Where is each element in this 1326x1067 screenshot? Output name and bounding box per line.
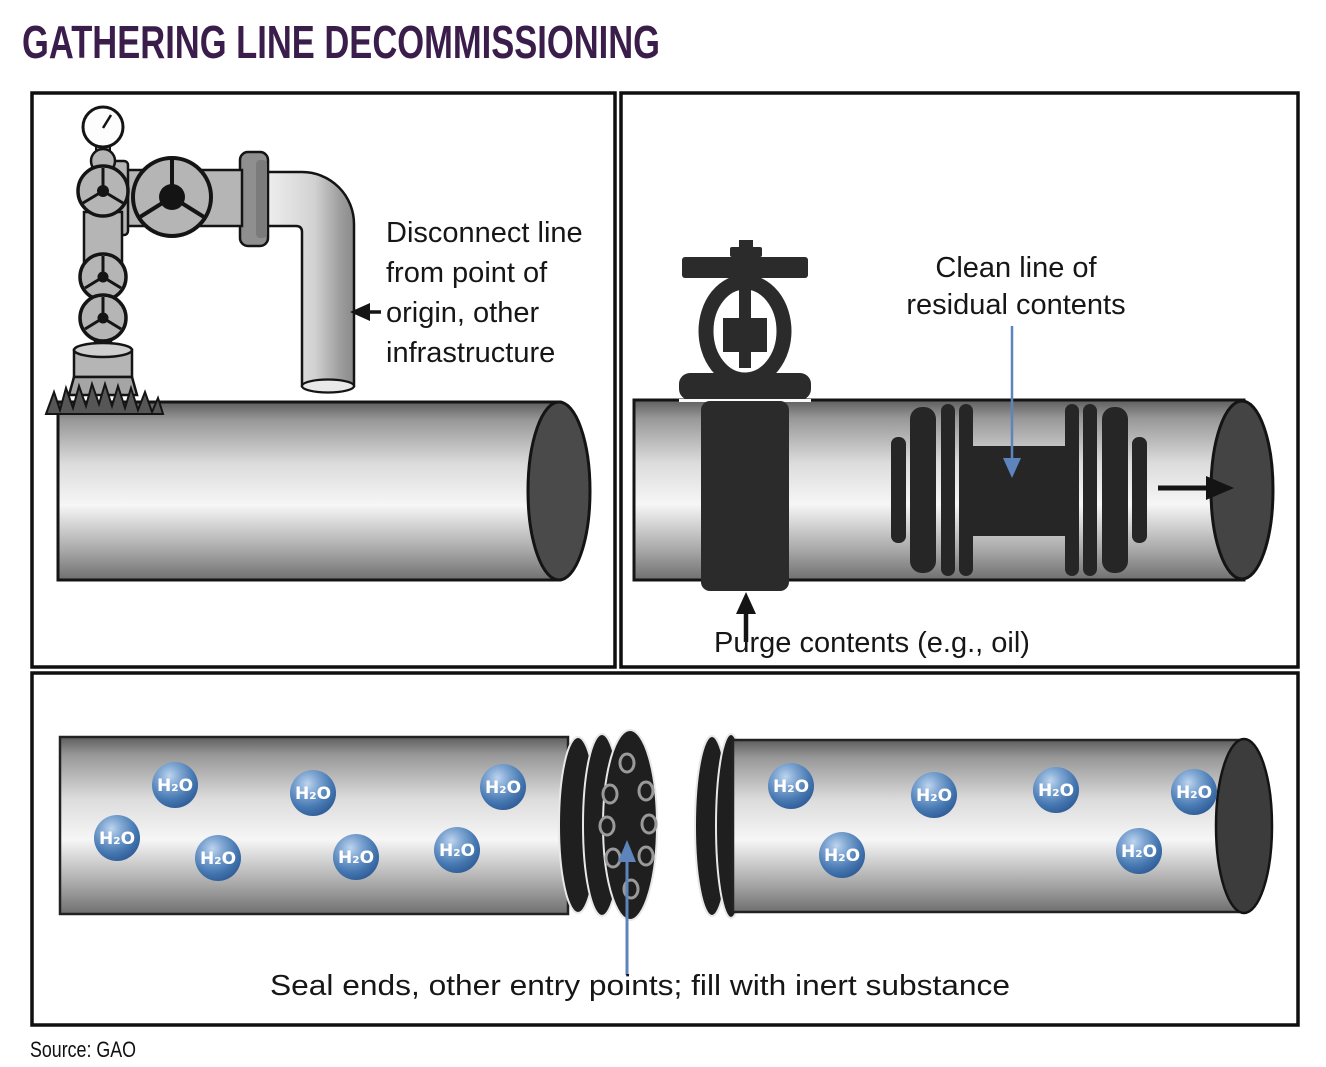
disconnect-label-line: infrastructure bbox=[386, 337, 555, 369]
h2o-molecule: H₂O bbox=[290, 770, 336, 816]
pipe-open-end bbox=[1214, 737, 1274, 915]
h2o-label: H₂O bbox=[1176, 783, 1212, 803]
h2o-molecule: H₂O bbox=[1033, 767, 1079, 813]
h2o-molecule: H₂O bbox=[911, 772, 957, 818]
h2o-molecule: H₂O bbox=[1116, 828, 1162, 874]
panel-disconnect: Disconnect line from point of origin, ot… bbox=[30, 91, 617, 669]
main-valve-handwheel-icon bbox=[131, 156, 213, 238]
h2o-label: H₂O bbox=[1038, 781, 1074, 801]
disconnect-label-line: origin, other bbox=[386, 297, 539, 329]
h2o-molecule: H₂O bbox=[819, 832, 865, 878]
h2o-label: H₂O bbox=[200, 849, 236, 869]
valve-handwheel-icon bbox=[78, 293, 128, 343]
disconnect-label: Disconnect line from point of origin, ot… bbox=[386, 217, 583, 369]
h2o-label: H₂O bbox=[439, 841, 475, 861]
right-arrow-icon bbox=[1158, 476, 1234, 500]
seal-label: Seal ends, other entry points; fill with… bbox=[270, 970, 1010, 1002]
h2o-label: H₂O bbox=[1121, 842, 1157, 862]
h2o-label: H₂O bbox=[295, 784, 331, 804]
h2o-molecule: H₂O bbox=[333, 834, 379, 880]
valve-handwheel-icon bbox=[76, 164, 130, 218]
sealed-pipe-right-illustration bbox=[694, 733, 1274, 919]
h2o-label: H₂O bbox=[338, 848, 374, 868]
h2o-molecule: H₂O bbox=[434, 827, 480, 873]
sealed-pipe-left-illustration bbox=[58, 729, 658, 921]
left-arrow-icon bbox=[350, 303, 381, 321]
disconnect-label-line: Disconnect line bbox=[386, 217, 583, 249]
flange-ridge bbox=[256, 160, 267, 238]
wellhead-illustration bbox=[44, 105, 244, 415]
h2o-label: H₂O bbox=[157, 776, 193, 796]
panel-seal: H₂O H₂O H₂O H₂O H₂O H₂O H₂O H₂O H₂O H₂O … bbox=[30, 671, 1300, 1027]
h2o-molecule: H₂O bbox=[195, 835, 241, 881]
grass-icon bbox=[44, 380, 165, 415]
source-note: Source: GAO bbox=[30, 1037, 136, 1062]
wellhead-base bbox=[67, 341, 139, 397]
up-arrow-icon bbox=[736, 592, 756, 642]
purge-valve-icon bbox=[679, 240, 811, 591]
flange-bolt-holes bbox=[598, 752, 658, 900]
page-title: GATHERING LINE DECOMMISSIONING bbox=[22, 16, 660, 68]
h2o-label: H₂O bbox=[485, 778, 521, 798]
panel-clean: Clean line of residual contents Purge co… bbox=[619, 91, 1300, 669]
h2o-label: H₂O bbox=[99, 829, 135, 849]
clean-label-line: Clean line of bbox=[935, 252, 1097, 284]
valve-handwheel-icon bbox=[78, 252, 128, 302]
up-arrow-pointer-icon bbox=[618, 840, 636, 975]
clean-label-line: residual contents bbox=[906, 289, 1125, 321]
clean-label: Clean line of residual contents bbox=[906, 252, 1125, 321]
elbow-pipe-illustration bbox=[238, 150, 356, 394]
disconnect-label-line: from point of bbox=[386, 257, 548, 289]
pipe-open-end bbox=[526, 400, 592, 582]
down-arrow-pointer-icon bbox=[1003, 326, 1021, 478]
h2o-label: H₂O bbox=[773, 777, 809, 797]
h2o-molecule: H₂O bbox=[480, 764, 526, 810]
h2o-molecule: H₂O bbox=[768, 763, 814, 809]
gathering-pipe-illustration bbox=[56, 400, 592, 582]
h2o-molecule: H₂O bbox=[1171, 769, 1217, 815]
purge-label: Purge contents (e.g., oil) bbox=[714, 627, 1030, 659]
elbow-pipe-cut-end bbox=[300, 378, 356, 394]
blind-flange-icon bbox=[558, 729, 658, 921]
h2o-molecule: H₂O bbox=[152, 762, 198, 808]
h2o-molecule: H₂O bbox=[94, 815, 140, 861]
h2o-label: H₂O bbox=[824, 846, 860, 866]
h2o-label: H₂O bbox=[916, 786, 952, 806]
